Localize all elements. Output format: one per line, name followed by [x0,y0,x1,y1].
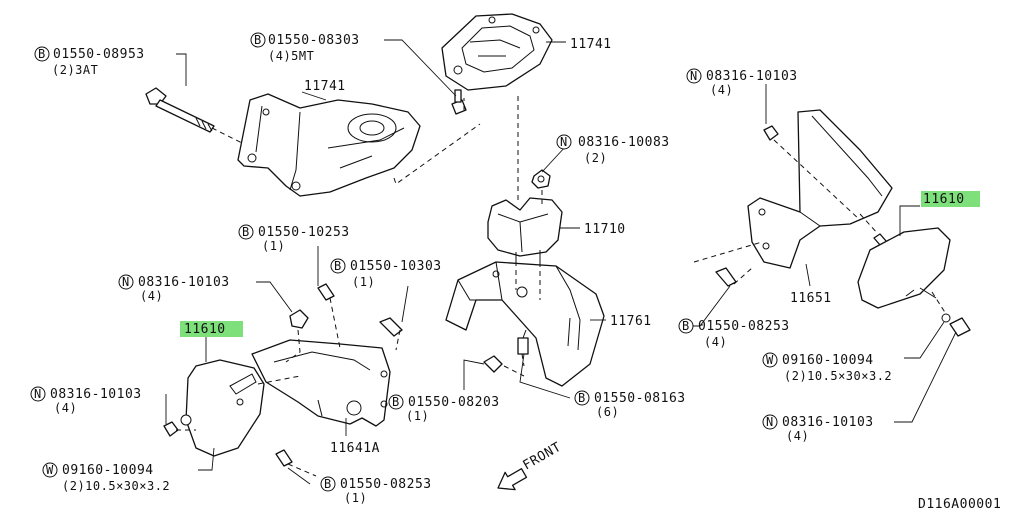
callout-prefix: B [324,477,332,491]
callout-bolt-01550-08253-right[interactable]: B 01550-08253 (4) [678,318,790,349]
assembly-dashed-lines [176,96,947,477]
crossmember-11761-drawing [445,261,605,387]
quantity-note: (4) [54,401,77,415]
callout-prefix: B [682,319,690,333]
callout-prefix: B [242,225,250,239]
part-number: 09160-10094 [62,463,154,478]
part-11761[interactable]: 11761 [610,314,652,329]
part-number: 01550-10253 [258,225,350,240]
quantity-note: (6) [596,405,619,419]
callout-bolt-01550-08953[interactable]: B 01550-08953 (2)3AT [34,46,145,77]
quantity-note: (4) [140,289,163,303]
part-number: 08316-10103 [50,387,142,402]
quantity-note: (4) [704,335,727,349]
part-number: 01550-08203 [408,395,500,410]
nut-08316-10083-drawing [531,169,551,189]
bolts-01550-08203-08163-drawing [483,337,529,373]
part-number: 08316-10103 [782,415,874,430]
highlight-11610-right [921,191,980,207]
callout-washer-09160-10094-right[interactable]: W 09160-10094 (2)10.5×30×3.2 [762,352,892,383]
callout-nut-08316-10103-right-top[interactable]: N 08316-10103 (4) [686,68,798,97]
quantity-note: (4) [786,429,809,443]
part-number: 01550-08163 [594,391,686,406]
quantity-note: (1) [352,275,375,289]
callout-prefix: W [46,463,54,477]
callout-nut-08316-10103-right-bottom[interactable]: N 08316-10103 (4) [762,414,874,443]
quantity-note: (1) [406,409,429,423]
insulator-11610-right-drawing [857,227,951,309]
callout-prefix: B [578,391,586,405]
part-11741-top[interactable]: 11741 [570,37,612,52]
quantity-note: (2) [584,151,607,165]
front-label: FRONT [521,440,565,474]
part-number: 01550-08953 [53,47,145,62]
callout-prefix: B [334,259,342,273]
callout-washer-09160-10094-left[interactable]: W 09160-10094 (2)10.5×30×3.2 [42,462,170,493]
callout-prefix: W [766,353,774,367]
part-11610-left[interactable]: 11610 [184,322,226,337]
bolt-01550-08953-drawing [145,87,215,133]
callout-prefix: N [690,69,698,83]
bracket-11641a-drawing [251,339,391,427]
part-number: 01550-08303 [268,33,360,48]
part-11741-left[interactable]: 11741 [304,79,346,94]
diagram-code: D116A00001 [918,497,1001,512]
callout-bolt-01550-10303[interactable]: B 01550-10303 (1) [330,258,442,289]
quantity-note: (1) [344,491,367,505]
callout-prefix: B [254,33,262,47]
part-11610-right[interactable]: 11610 [923,192,965,207]
callout-nut-08316-10103-lower[interactable]: N 08316-10103 (4) [30,386,142,415]
quantity-note: (1) [262,239,285,253]
part-number: 08316-10103 [706,69,798,84]
quantity-note: (2)10.5×30×3.2 [784,369,892,383]
callout-prefix: N [560,135,568,149]
bracket-11651-drawing [747,109,893,269]
callout-bolt-01550-08303[interactable]: B 01550-08303 (4)5MT [250,32,360,63]
part-number: 08316-10083 [578,135,670,150]
part-number: 08316-10103 [138,275,230,290]
callout-prefix: B [38,47,46,61]
callout-nut-08316-10083[interactable]: N 08316-10083 (2) [556,134,670,165]
front-direction-arrow [497,468,528,491]
quantity-note: (4) [710,83,733,97]
callout-prefix: N [122,275,130,289]
callout-bolt-01550-10253[interactable]: B 01550-10253 (1) [238,224,350,253]
part-number: 01550-08253 [698,319,790,334]
callout-prefix: N [34,387,42,401]
quantity-note: (2)3AT [52,63,98,77]
leader-lines [165,39,957,485]
callout-bolt-01550-08253-left[interactable]: B 01550-08253 (1) [320,476,432,505]
bolt-01550-08303-drawing [451,89,467,115]
callout-prefix: N [766,415,774,429]
quantity-note: (4)5MT [268,49,314,63]
insulator-11610-left-drawing [185,359,265,457]
highlight-11610-left [180,321,243,337]
bracket-11741-left-drawing [237,93,421,197]
callout-nut-08316-10103-left[interactable]: N 08316-10103 (4) [118,274,230,303]
part-11651[interactable]: 11651 [790,291,832,306]
callout-bolt-01550-08163[interactable]: B 01550-08163 (6) [574,390,686,419]
part-11710[interactable]: 11710 [584,222,626,237]
bracket-11741-top-drawing [441,13,553,91]
part-number: 01550-10303 [350,259,442,274]
callout-bolt-01550-08203[interactable]: B 01550-08203 (1) [388,394,500,423]
part-number: 09160-10094 [782,353,874,368]
fasteners-right-drawing [715,125,971,337]
part-number: 01550-08253 [340,477,432,492]
quantity-note: (2)10.5×30×3.2 [62,479,170,493]
part-11641a[interactable]: 11641A [330,441,380,456]
callout-prefix: B [392,395,400,409]
insulator-11710-drawing [487,197,563,272]
